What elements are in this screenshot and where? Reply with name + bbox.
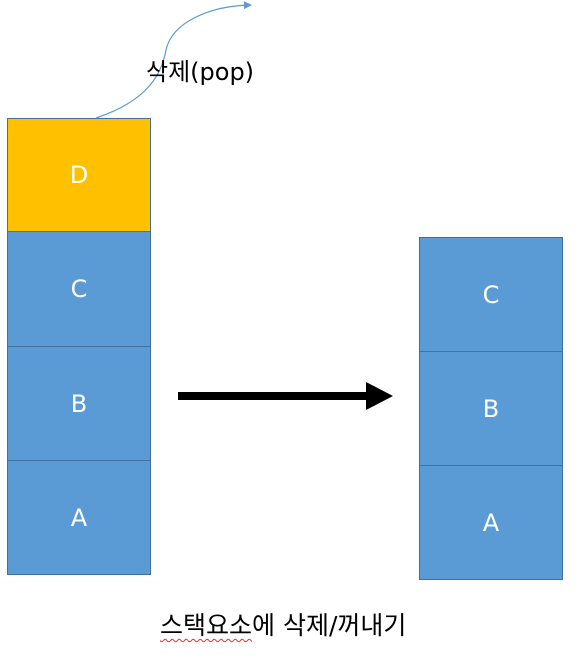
stack-after-cell-b: B (419, 351, 563, 466)
cell-label: C (70, 275, 88, 303)
pop-curve-arrow (95, 1, 252, 119)
transition-arrow-head (366, 382, 393, 410)
caption-underlined-word: 스택요소 (160, 611, 253, 640)
stack-before-cell-c: C (7, 231, 151, 347)
cell-label: D (69, 161, 89, 189)
caption-rest: 에 삭제/꺼내기 (252, 611, 407, 640)
stack-before-cell-d: D (7, 118, 151, 232)
cell-label: A (482, 508, 500, 537)
cell-label: A (70, 503, 88, 532)
pop-label: 삭제(pop) (146, 58, 255, 86)
stack-after-cell-c: C (419, 237, 563, 352)
stack-before-cell-a: A (7, 460, 151, 575)
cell-label: B (482, 394, 500, 423)
cell-label: C (482, 280, 500, 309)
stack-before-cell-b: B (7, 346, 151, 461)
caption: 스택요소에 삭제/꺼내기 (160, 606, 406, 642)
stack-after-cell-a: A (419, 465, 563, 580)
cell-label: B (70, 389, 88, 418)
